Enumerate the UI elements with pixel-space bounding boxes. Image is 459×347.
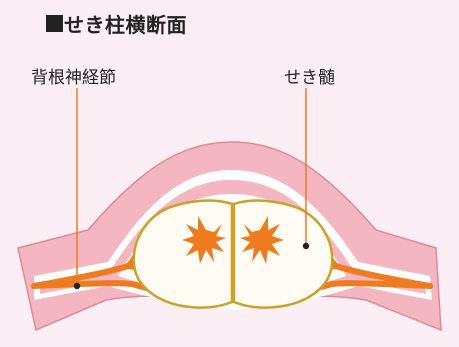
- leader-dot-nerve: [74, 283, 80, 289]
- leader-dot-cord: [303, 243, 309, 249]
- page-title: せき柱横断面: [46, 10, 187, 36]
- title-text: せき柱横断面: [64, 9, 187, 38]
- label-spinal-cord: せき髄: [284, 63, 335, 88]
- label-dorsal-root-ganglion: 背根神経節: [31, 63, 116, 88]
- title-bullet-square: [46, 15, 63, 32]
